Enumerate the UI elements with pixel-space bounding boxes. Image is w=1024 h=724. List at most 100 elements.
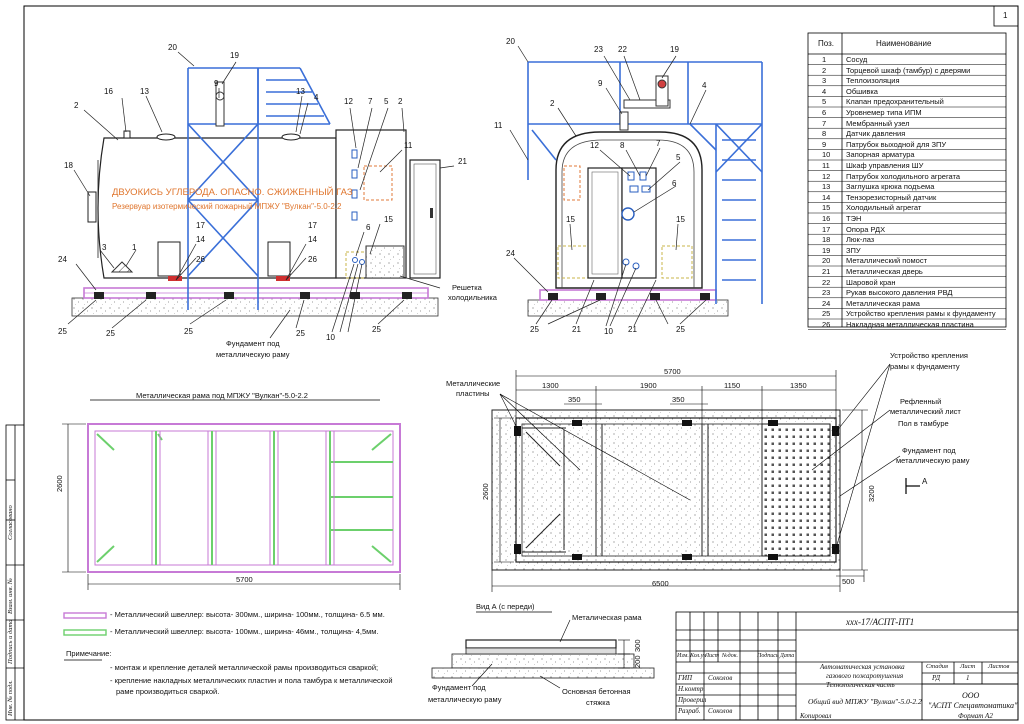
parts-row-pos: 7 xyxy=(822,118,827,128)
stamp-podp: Подпись и дата xyxy=(7,619,14,664)
front-view-leader-19: 14 xyxy=(196,235,205,244)
parts-row-pos: 18 xyxy=(822,235,831,245)
front-view-leader-5: 16 xyxy=(104,87,113,96)
parts-row-pos: 4 xyxy=(822,86,827,96)
front-view-leader-26: 24 xyxy=(58,255,67,264)
mount-label-2: рамы к фундаменту xyxy=(890,362,960,371)
parts-row-pos: 1 xyxy=(822,55,827,64)
found-dim-sub-1: 350 xyxy=(568,395,581,404)
sheet-label-2: металлический лист xyxy=(890,407,961,416)
front-view-leader-27: 25 xyxy=(58,327,67,336)
parts-row-pos: 2 xyxy=(822,65,827,75)
tb-drawing-title: Общий вид МПЖУ "Вулкан"-5.0-2.2 xyxy=(808,697,922,706)
parts-row-name: ТЭН xyxy=(846,214,862,223)
view-a-mark: А xyxy=(922,477,928,486)
foundation-plan xyxy=(491,363,920,592)
parts-row-name: Холодильный агрегат xyxy=(846,203,922,213)
frame-plan xyxy=(62,399,401,590)
parts-row-pos: 21 xyxy=(822,267,831,276)
grille-label-2: холодильника xyxy=(448,293,497,302)
found-dim-total: 5700 xyxy=(664,367,681,376)
front-view-leader-7: 4 xyxy=(314,93,319,102)
front-view-leader-9: 18 xyxy=(64,161,73,170)
view-a-frame-label: Металическая рама xyxy=(572,613,642,622)
side-view-leader-19: 10 xyxy=(604,327,613,336)
tb-stage-h: Стадия xyxy=(926,663,949,670)
parts-row-name: Опора РДХ xyxy=(846,224,886,234)
parts-row-pos: 3 xyxy=(822,76,827,86)
front-view-leader-10: 12 xyxy=(344,97,353,106)
tb-role-prover: Проверил xyxy=(678,696,707,704)
side-view-leader-14: 24 xyxy=(506,249,515,258)
parts-row-pos: 16 xyxy=(822,214,831,223)
tb-col-doc: №док. xyxy=(722,653,738,659)
parts-row-name: Торцевой шкаф (тамбур) с дверями xyxy=(846,65,971,75)
front-view-leader-2: 19 xyxy=(230,51,239,60)
front-view-leader-21: 17 xyxy=(308,221,317,230)
found-dim-seg-1: 1300 xyxy=(542,381,559,390)
found-dim-offset: 500 xyxy=(842,577,855,586)
parts-row-pos: 24 xyxy=(822,298,831,308)
tank-label-model: Резервуар изотермический пожарный МПЖУ "… xyxy=(112,202,342,211)
front-view-leader-1: 20 xyxy=(168,43,177,52)
front-view-leader-25: 6 xyxy=(366,223,371,232)
parts-row-name: Запорная арматура xyxy=(846,150,915,160)
parts-row-pos: 19 xyxy=(822,245,831,255)
legend-item-1: - Металлический швеллер: высота- 300мм.,… xyxy=(110,610,385,619)
sheet-copied: Копировал xyxy=(800,712,832,720)
front-view-leader-18: 17 xyxy=(196,221,205,230)
side-view-leader-5: 9 xyxy=(598,79,603,88)
notes-line-1: - монтаж и крепление деталей металлическ… xyxy=(110,663,379,672)
parts-row-name: Люк-лаз xyxy=(846,235,875,245)
parts-row-name: Мембранный узел xyxy=(846,118,910,128)
side-view-leader-10: 8 xyxy=(620,141,625,150)
parts-row-name: Шаровой кран xyxy=(846,277,896,287)
tb-project-3: Технологическая часть xyxy=(826,681,895,689)
view-a-base-1: Основная бетонная xyxy=(562,687,631,696)
parts-row-name: Клапан предохранительный xyxy=(846,97,944,107)
side-stamp-frame xyxy=(5,424,25,721)
parts-row-pos: 20 xyxy=(822,256,831,266)
tb-col-sign: Подпись xyxy=(757,653,779,659)
found-dim-sub-2: 350 xyxy=(672,395,685,404)
front-view-leader-28: 25 xyxy=(106,329,115,338)
found-dim-seg-3: 1150 xyxy=(724,381,741,390)
front-view-leader-17: 1 xyxy=(132,243,137,252)
side-view-leader-9: 12 xyxy=(590,141,599,150)
tb-doc-code: ххх-17/АСПТ-ПТ1 xyxy=(846,617,915,627)
view-a-title: Вид А (с переди) xyxy=(476,602,535,611)
parts-row-pos: 25 xyxy=(822,309,831,319)
parts-row-name: Металлическая рама xyxy=(846,298,920,308)
side-view-leader-6: 4 xyxy=(702,81,707,90)
found-dim-width-inner: 2600 xyxy=(481,483,490,500)
stamp-inv: Инв. № подл. xyxy=(7,680,14,716)
tb-org-2: "АСПТ Спецавтоматика" xyxy=(928,701,1018,710)
view-a-dim-1: 300 xyxy=(633,639,642,652)
found-dim-seg-4: 1350 xyxy=(790,381,807,390)
plates-label-2: пластины xyxy=(456,389,490,398)
parts-row-pos: 14 xyxy=(822,192,831,202)
tb-col-izm: Изм. xyxy=(677,653,689,659)
parts-row-pos: 11 xyxy=(822,161,830,170)
view-a xyxy=(431,611,655,689)
parts-row-name: Металлическая дверь xyxy=(846,267,923,276)
front-view-leader-6: 2 xyxy=(74,101,79,110)
front-view-leader-16: 3 xyxy=(102,243,107,252)
parts-row-pos: 5 xyxy=(822,97,827,107)
side-view-leader-3: 22 xyxy=(618,45,627,54)
grille-label-1: Решетка xyxy=(452,283,482,292)
stamp-vzam: Взам. инв. № xyxy=(7,578,14,614)
front-view-leader-15: 21 xyxy=(458,157,467,166)
front-view xyxy=(67,51,455,339)
side-view-leader-12: 5 xyxy=(676,153,681,162)
parts-row-pos: 17 xyxy=(822,224,831,234)
parts-table-grid xyxy=(807,32,1007,328)
sheet-label-3: Пол в тамбуре xyxy=(898,419,949,428)
front-view-leader-24: 15 xyxy=(384,215,393,224)
tb-sheets-h: Листов xyxy=(988,663,1010,670)
front-view-leader-8: 13 xyxy=(296,87,305,96)
view-a-foundation-1: Фундамент под xyxy=(432,683,486,692)
parts-row-name: Теплоизоляция xyxy=(846,76,900,86)
notes-line-2b: раме производиться сваркой. xyxy=(116,687,220,696)
